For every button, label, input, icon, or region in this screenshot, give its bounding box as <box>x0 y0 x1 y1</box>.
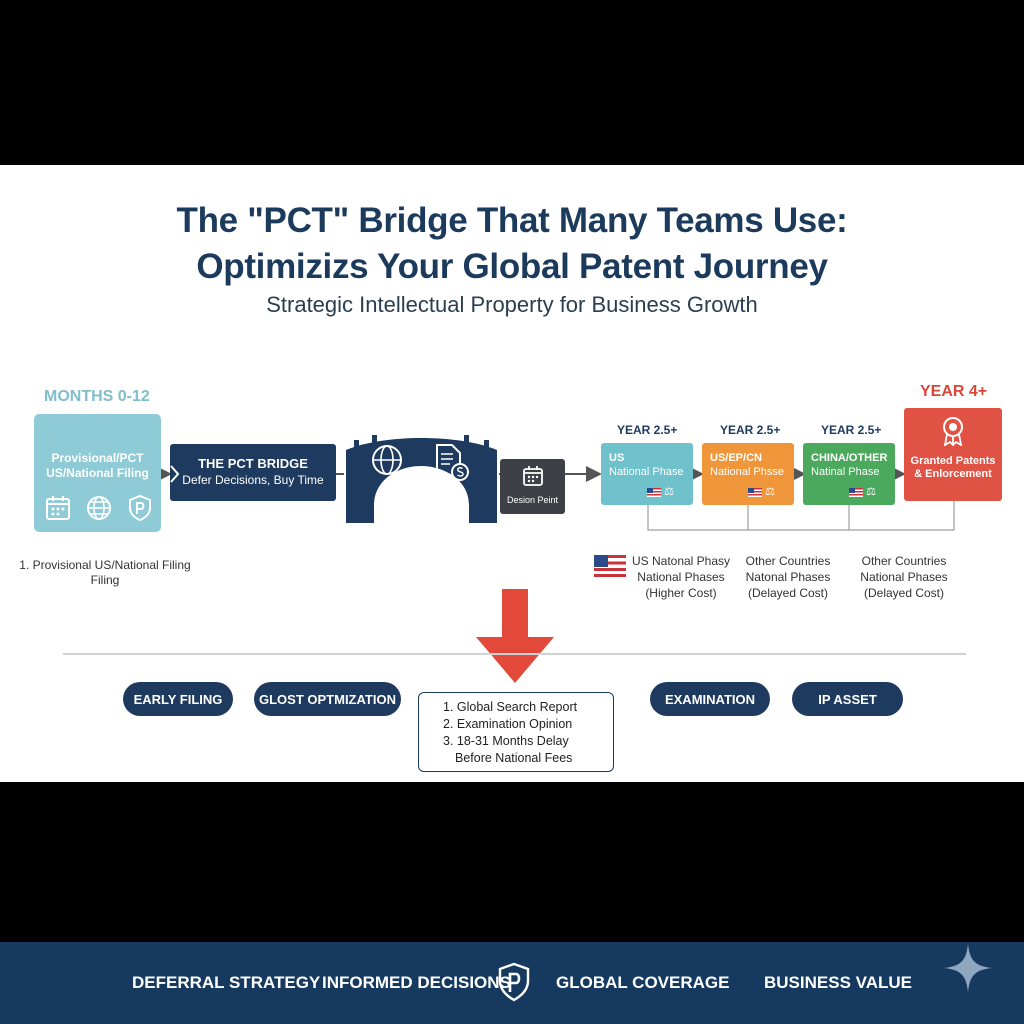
cost-optimization-pill: GLOST OPTMIZATION <box>254 682 401 716</box>
provisional-filing-box: Provisional/PCT US/National Filing <box>34 414 161 532</box>
examination-pill: EXAMINATION <box>650 682 770 716</box>
china-national-phase-box: CHINA/OTHER Natinal Phase ⚖ <box>803 443 895 505</box>
pct-bridge-title: THE PCT BRIDGE <box>198 456 308 471</box>
provisional-icons <box>44 494 154 522</box>
phase-china-line1: CHINA/OTHER <box>811 452 888 464</box>
footer-informed-decisions: INFORMED DECISIONS <box>322 973 511 992</box>
callout-item-1: 1. Global Search Report <box>443 700 578 714</box>
award-ribbon-icon <box>943 417 963 448</box>
cost-us-line2: National Phases <box>637 570 725 584</box>
granted-line2: & Enlorcement <box>914 468 992 480</box>
cost-us-line1: US Natonal Phasy <box>631 554 731 568</box>
phase-year-china: YEAR 2.5+ <box>821 423 882 437</box>
phase-us-line1: US <box>609 452 625 464</box>
cost-other1-line2: Natonal Phases <box>745 570 831 584</box>
patent-shield-icon <box>498 962 530 1002</box>
pct-bridge-box: THE PCT BRIDGE Defer Decisions, Buy Time <box>170 444 336 501</box>
chevron-right-icon <box>170 465 180 483</box>
cost-other1-line3: (Delayed Cost) <box>747 586 829 600</box>
down-arrow-icon <box>476 589 554 683</box>
page-subtitle: Strategic Intellectual Property for Busi… <box>266 292 758 317</box>
gavel-icon: ⚖ <box>664 486 674 498</box>
granted-patents-box: Granted Patents & Enlorcement <box>904 408 1002 501</box>
page-title-line2: Optimizizs Your Global Patent Journey <box>196 247 828 286</box>
callout-item-3: 3. 18-31 Months Delay <box>443 734 569 748</box>
footer-business-value: BUSINESS VALUE <box>764 973 912 992</box>
year4-label: YEAR 4+ <box>920 383 988 400</box>
decision-point-box: Desion Peint <box>500 459 565 514</box>
infographic-panel: The "PCT" Bridge That Many Teams Use: Op… <box>0 165 1024 782</box>
phase-ep-line1: US/EP/CN <box>710 452 762 464</box>
early-filing-pill: EARLY FILING <box>123 682 233 716</box>
footer-bar: DEFERRAL STRATEGY INFORMED DECISIONS GLO… <box>0 942 1024 1024</box>
ip-asset-pill: IP ASSET <box>792 682 903 716</box>
globe-icon <box>87 496 111 520</box>
cost-note-other-2: Other Countries National Phases (Delayed… <box>849 553 959 601</box>
calendar-icon <box>46 496 70 520</box>
phase-us-line2: National Phase <box>609 466 684 478</box>
phase-year-us: YEAR 2.5+ <box>617 423 678 437</box>
phase-china-line2: Natinal Phase <box>811 466 880 478</box>
us-national-phase-box: US National Phase ⚖ <box>601 443 693 505</box>
cost-other2-line1: Other Countries <box>861 554 947 568</box>
gavel-icon: ⚖ <box>765 486 775 498</box>
cost-note-other-1: Other Countries Natonal Phases (Delayed … <box>733 553 843 601</box>
page-title-line1: The "PCT" Bridge That Many Teams Use: <box>176 201 848 240</box>
connector-lines <box>156 466 955 531</box>
provisional-line1: Provisional/PCT <box>51 451 144 465</box>
cost-other2-line2: National Phases <box>860 570 948 584</box>
provisional-note: 1. Provisional US/National Filing Filing <box>14 558 196 588</box>
pct-bridge-subtitle: Defer Decisions, Buy Time <box>182 473 324 487</box>
provisional-line2: US/National Filing <box>46 466 149 480</box>
divider <box>63 653 966 655</box>
provisional-box-text: Provisional/PCT US/National Filing <box>34 451 161 481</box>
patent-shield-icon <box>129 494 151 522</box>
bridge-globe-icon <box>372 445 402 475</box>
cost-us-line3: (Higher Cost) <box>645 586 717 600</box>
decision-point-label: Desion Peint <box>506 495 559 505</box>
months-label: MONTHS 0-12 <box>44 388 150 405</box>
sparkle-icon <box>944 944 992 992</box>
provisional-note-line2: Filing <box>90 573 120 587</box>
bridge-icon <box>346 435 497 523</box>
calendar-icon <box>522 466 543 486</box>
document-fee-icon <box>436 444 469 481</box>
footer-deferral-strategy: DEFERRAL STRATEGY <box>132 973 321 992</box>
us-flag-icon <box>748 487 762 497</box>
callout-item-3-cont: Before National Fees <box>455 751 573 765</box>
phase-ep-line2: National Phsse <box>710 466 784 478</box>
us-flag-icon <box>647 487 661 497</box>
cost-other2-line3: (Delayed Cost) <box>863 586 945 600</box>
granted-patents-text: Granted Patents & Enlorcement <box>904 455 1002 481</box>
cost-other1-line1: Other Countries <box>745 554 831 568</box>
pct-benefits-callout: 1. Global Search Report 2. Examination O… <box>418 692 614 772</box>
us-flag-icon <box>849 487 863 497</box>
ep-national-phase-box: US/EP/CN National Phsse ⚖ <box>702 443 794 505</box>
phase-year-ep: YEAR 2.5+ <box>720 423 781 437</box>
granted-line1: Granted Patents <box>910 455 996 467</box>
gavel-icon: ⚖ <box>866 486 876 498</box>
footer-global-coverage: GLOBAL COVERAGE <box>556 973 730 992</box>
callout-item-2: 2. Examination Opinion <box>443 717 573 731</box>
cost-note-us: US Natonal Phasy National Phases (Higher… <box>626 553 736 601</box>
provisional-note-line1: 1. Provisional US/National Filing <box>19 558 191 572</box>
us-flag-icon <box>594 555 626 577</box>
